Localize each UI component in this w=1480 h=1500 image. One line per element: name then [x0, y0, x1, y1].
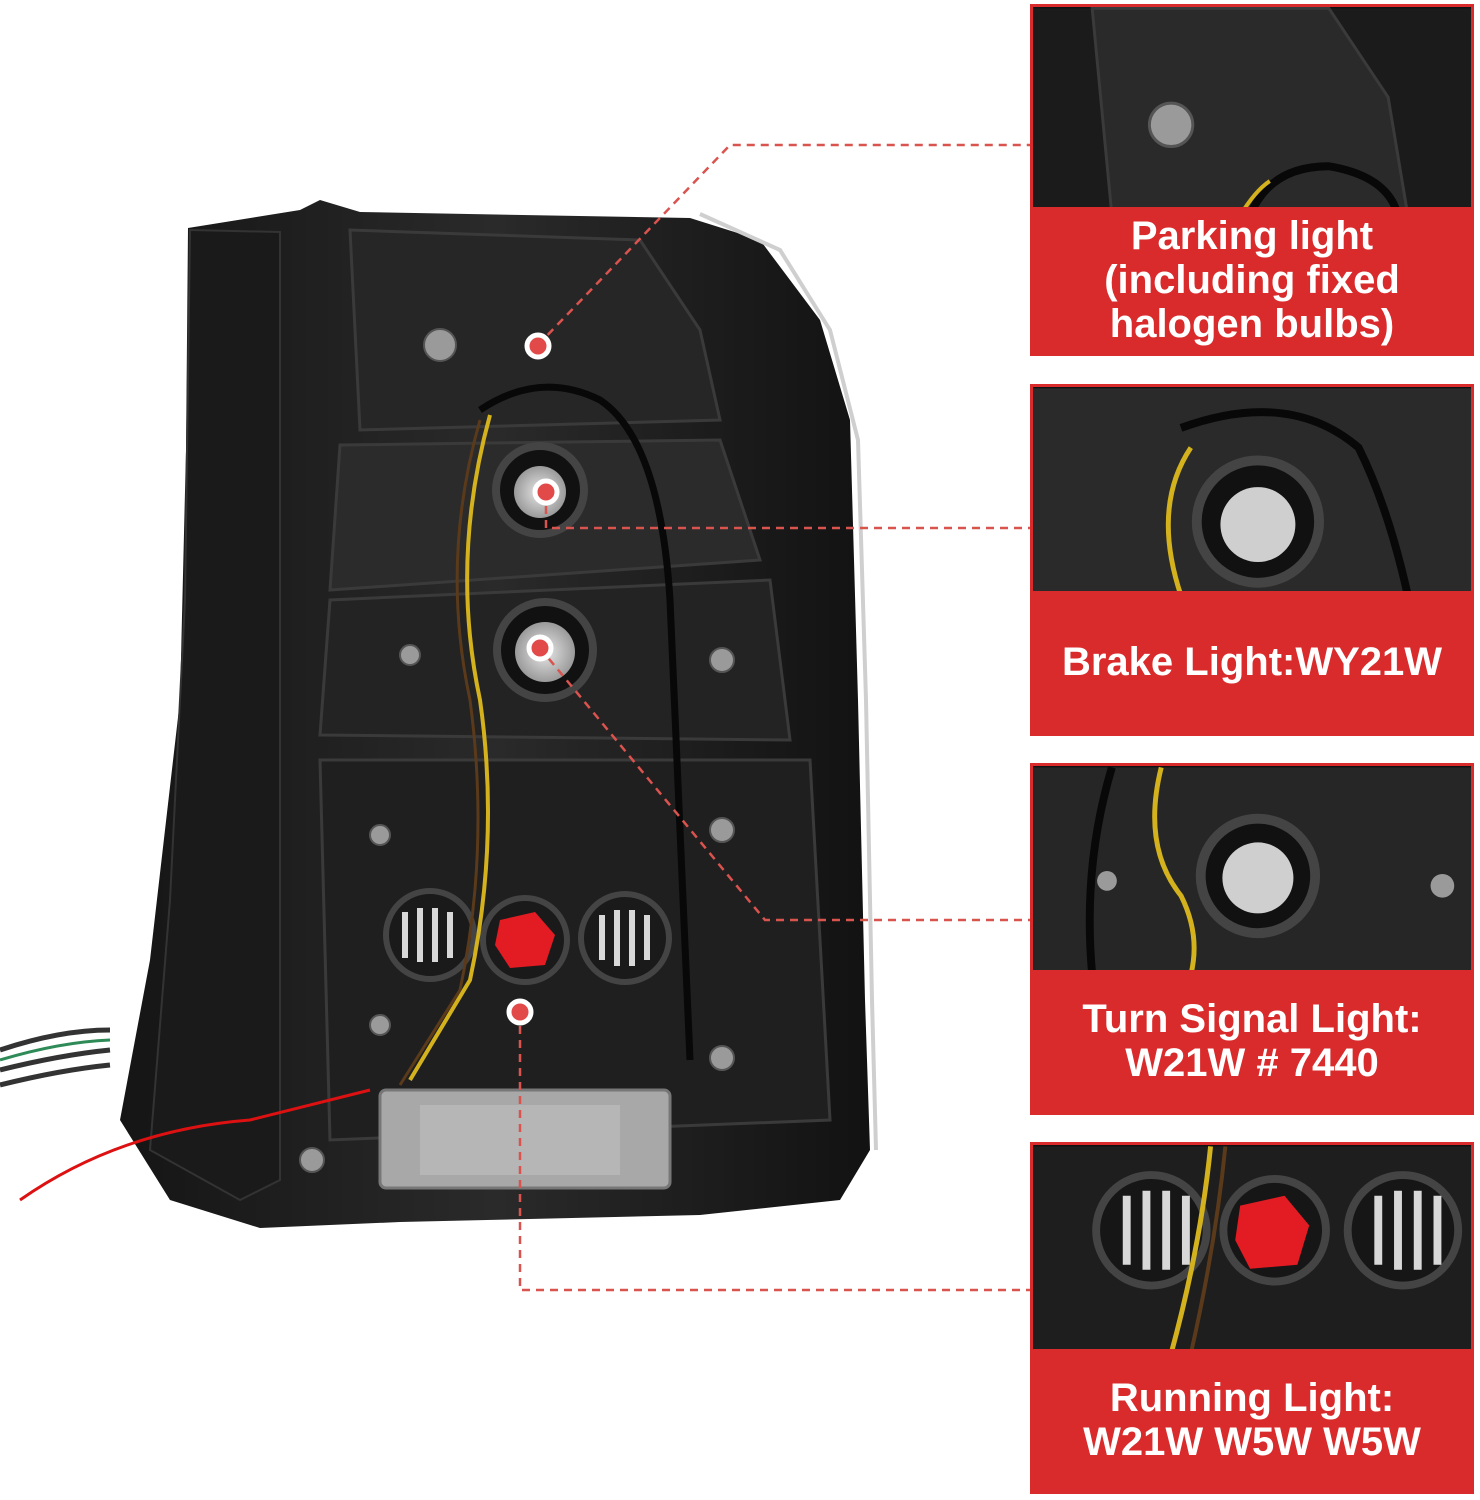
leader-line-running	[518, 1012, 1030, 1292]
callout-panel-parking: Parking light (including fixed halogen b…	[1030, 4, 1474, 356]
running-light-label: Running Light: W21W W5W W5W	[1033, 1349, 1471, 1491]
screw	[709, 647, 735, 673]
callout-panel-brake: Brake Light:WY21W	[1030, 384, 1474, 736]
leader-line-turn	[539, 647, 1030, 922]
turn-signal-closeup-photo	[1033, 766, 1471, 976]
screw	[369, 824, 391, 846]
callout-dot-running	[506, 998, 534, 1026]
red-bulb-cap	[495, 912, 555, 968]
screw	[709, 817, 735, 843]
red-wire	[19, 1088, 371, 1202]
callout-dot-parking	[524, 332, 552, 360]
screw	[299, 1147, 325, 1173]
screw	[709, 1045, 735, 1071]
tail-light-housing-photo	[0, 143, 1030, 1292]
leader-line-parking	[537, 143, 1030, 346]
housing-flange	[148, 228, 281, 1202]
callout-panel-running: Running Light: W21W W5W W5W	[1030, 1142, 1474, 1494]
screw	[423, 328, 457, 362]
running-bulb-left	[383, 888, 477, 982]
top-compartment	[348, 228, 722, 432]
callout-panel-turn: Turn Signal Light: W21W # 7440	[1030, 763, 1474, 1115]
bottom-compartment	[318, 758, 832, 1142]
brown-wire	[398, 419, 482, 1086]
yellow-wire	[408, 414, 492, 1082]
screw	[399, 644, 421, 666]
harness-wires	[0, 1027, 111, 1088]
running-light-closeup-photo	[1033, 1146, 1471, 1355]
black-wire	[478, 383, 694, 1061]
brake-light-closeup-photo	[1033, 388, 1471, 597]
parking-light-closeup-photo	[1033, 7, 1471, 217]
parking-light-label: Parking light (including fixed halogen b…	[1033, 207, 1471, 353]
leader-line-brake	[544, 492, 1030, 530]
callout-dot-brake	[532, 478, 560, 506]
running-bulb-right	[578, 891, 672, 985]
turn-signal-label: Turn Signal Light: W21W # 7440	[1033, 970, 1471, 1112]
screw	[369, 1014, 391, 1036]
housing-edge	[699, 212, 878, 1151]
brake-light-label: Brake Light:WY21W	[1033, 591, 1471, 733]
callout-dot-turn	[526, 634, 554, 662]
